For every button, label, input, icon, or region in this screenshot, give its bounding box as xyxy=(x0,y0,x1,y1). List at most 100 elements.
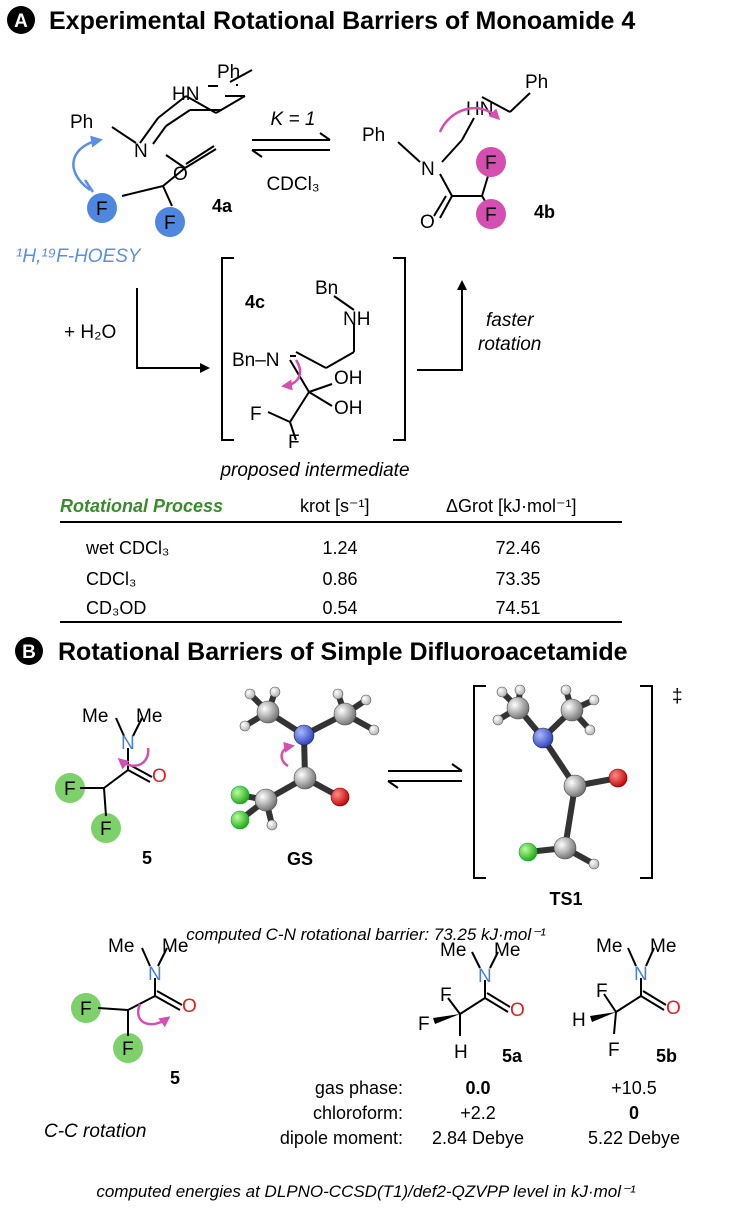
atom-o-5: O xyxy=(152,766,167,787)
badge-a-letter: A xyxy=(14,11,28,32)
atom-me-5a-left: Me xyxy=(440,940,466,961)
fluorine-highlight-5-bottom-left xyxy=(71,993,101,1023)
atom-o-4b: O xyxy=(420,212,435,233)
atom-f-5b2-top: F xyxy=(596,981,608,1002)
atom-bn-n-4c: Bn–N xyxy=(232,350,280,371)
atom-f-5b-bottom: F xyxy=(122,1039,134,1060)
label-gs: GS xyxy=(287,849,313,869)
table-row-2-dg: 74.51 xyxy=(495,598,540,618)
atom-n-5: N xyxy=(121,733,135,754)
atom-o-5b2: O xyxy=(666,998,681,1019)
atom-f-5-left: F xyxy=(64,779,76,800)
atom-f1-4c: F xyxy=(250,404,262,425)
atom-ph2-4b: Ph xyxy=(525,72,548,93)
water-arrow xyxy=(136,288,210,373)
rotation-label: rotation xyxy=(478,334,541,355)
table-row-2-process: CD₃OD xyxy=(86,598,146,618)
equilibrium-arrows-b xyxy=(387,763,463,789)
atom-me-5-left: Me xyxy=(82,706,108,727)
label-5-top: 5 xyxy=(142,848,152,868)
table-header-process: Rotational Process xyxy=(60,496,223,516)
molecule-5-top xyxy=(80,717,153,817)
fluorine-highlight-5-top-bottom xyxy=(91,813,121,843)
energy-label-dipole: dipole moment: xyxy=(280,1128,403,1148)
molecule-5-bottom xyxy=(97,947,183,1036)
atom-me-5b2-left: Me xyxy=(596,936,622,957)
bracket-left-4c xyxy=(221,257,234,441)
table-row-1-krot: 0.86 xyxy=(322,569,357,589)
faster-label: faster xyxy=(486,310,534,331)
rotation-arrow-4c xyxy=(281,359,302,391)
label-ts1: TS1 xyxy=(549,889,582,909)
wedge-5a xyxy=(433,1014,460,1024)
molecule-4a xyxy=(111,95,246,207)
atom-me-5b-right: Me xyxy=(162,936,188,957)
equilibrium-constant: K = 1 xyxy=(271,109,316,130)
faster-rotation-arrow xyxy=(417,280,467,371)
atom-oh1-4c: OH xyxy=(334,368,363,389)
label-5a: 5a xyxy=(502,1046,523,1066)
rotation-arrow-5-top xyxy=(117,747,150,770)
molecule-4b xyxy=(397,92,531,219)
atom-me-5-right: Me xyxy=(136,706,162,727)
hoesy-arrow-tail xyxy=(83,179,95,193)
panel-a-title: Experimental Rotational Barriers of Mono… xyxy=(49,7,635,35)
energy-label-gas: gas phase: xyxy=(315,1078,403,1098)
atom-n-5b2: N xyxy=(634,964,648,985)
label-5b: 5b xyxy=(656,1046,677,1066)
energy-gas-5b: +10.5 xyxy=(611,1078,657,1098)
atom-f-5b2-bottom: F xyxy=(608,1040,620,1061)
hoesy-label: ¹H,¹⁹F-HOESY xyxy=(16,246,142,267)
atom-h-5a: H xyxy=(454,1042,468,1063)
atom-f-4a-right: F xyxy=(164,213,176,234)
label-4a: 4a xyxy=(212,196,233,216)
panel-b-title: Rotational Barriers of Simple Difluoroac… xyxy=(58,638,628,666)
atom-f2-4c: F xyxy=(288,432,300,453)
atom-n-4a: N xyxy=(134,141,148,162)
table-row-1-dg: 73.35 xyxy=(495,569,540,589)
cc-rotation-label: C-C rotation xyxy=(44,1121,146,1142)
fluorine-highlight-4b-bottom xyxy=(476,199,506,229)
atom-f-4b-bottom: F xyxy=(485,205,497,226)
atom-h-5b2: H xyxy=(572,1010,586,1031)
bracket-right-ts1 xyxy=(640,685,653,879)
water-label: + H₂O xyxy=(64,322,116,343)
rotation-arrow-4b xyxy=(438,106,501,133)
energy-gas-5a: 0.0 xyxy=(465,1078,490,1098)
atom-f-4b-top: F xyxy=(485,153,497,174)
molecule-5a xyxy=(447,951,511,1036)
footer-note: computed energies at DLPNO-CCSD(T1)/def2… xyxy=(96,1182,636,1201)
atom-me-5b2-right: Me xyxy=(650,936,676,957)
energy-chloroform-5a: +2.2 xyxy=(460,1103,496,1123)
rotation-arrow-5-bottom xyxy=(137,1003,171,1028)
table-row-0-dg: 72.46 xyxy=(495,538,540,558)
bracket-left-ts1 xyxy=(473,685,486,879)
label-5-bottom: 5 xyxy=(170,1068,180,1088)
atom-me-5b-left: Me xyxy=(108,936,134,957)
fluorine-highlight-5-top-left xyxy=(55,773,85,803)
label-4b: 4b xyxy=(534,202,555,222)
badge-a xyxy=(7,6,35,34)
fluorine-highlight-4a-right xyxy=(155,207,185,237)
atom-f-5a-left: F xyxy=(418,1014,430,1035)
atom-me-5a-right: Me xyxy=(494,940,520,961)
solvent-cdcl3: CDCl₃ xyxy=(266,174,319,195)
molecule-5b xyxy=(603,947,667,1035)
computed-barrier-note: computed C-N rotational barrier: 73.25 k… xyxy=(186,925,546,944)
fluorine-highlight-4a-left xyxy=(87,193,117,223)
atom-ph2-4a: Ph xyxy=(217,62,240,83)
molecule-4c xyxy=(267,295,355,441)
energy-label-chloroform: chloroform: xyxy=(313,1103,403,1123)
proposed-intermediate-label: proposed intermediate xyxy=(219,460,409,481)
hoesy-arrow xyxy=(72,135,103,192)
atom-f-5a-top: F xyxy=(440,985,452,1006)
table-row-2-krot: 0.54 xyxy=(322,598,357,618)
atom-ph-4a: Ph xyxy=(70,112,93,133)
fluorine-highlight-4b-top xyxy=(476,147,506,177)
atom-oh2-4c: OH xyxy=(334,398,363,419)
table-row-0-krot: 1.24 xyxy=(322,538,357,558)
atom-f-4a-left: F xyxy=(96,199,108,220)
molecule-4a-chain xyxy=(152,69,253,145)
atom-bn-4c: Bn xyxy=(315,278,338,299)
